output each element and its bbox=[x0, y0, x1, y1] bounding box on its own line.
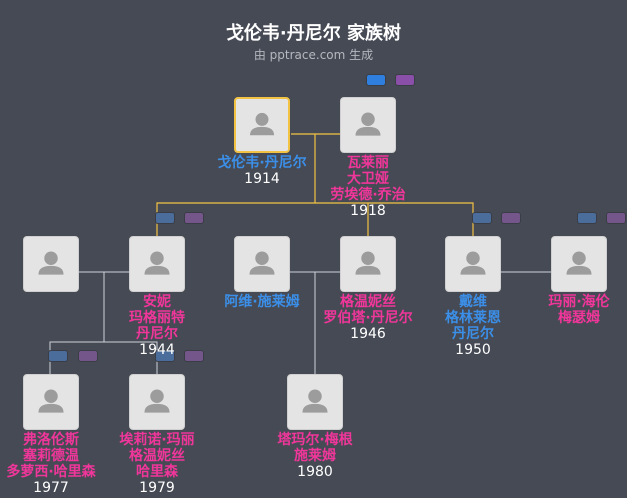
page-subtitle: 由 pptrace.com 生成 bbox=[253, 48, 374, 62]
person-card-tamaer[interactable] bbox=[287, 374, 343, 430]
person-name: 玛格丽特 bbox=[129, 310, 185, 326]
female-indicator-pill[interactable] bbox=[78, 350, 98, 362]
person-name: 塞莉德温 bbox=[23, 448, 79, 464]
person-avatar-icon bbox=[38, 389, 64, 413]
person-card-mali[interactable] bbox=[551, 236, 607, 292]
person-name: 格林莱恩 bbox=[445, 310, 501, 326]
person-birth-year: 1950 bbox=[455, 342, 491, 358]
person-label-gewennisi: 格温妮丝 罗伯塔·丹尼尔 1946 bbox=[303, 294, 433, 342]
person-birth-year: 1977 bbox=[33, 480, 69, 496]
male-indicator-pill[interactable] bbox=[155, 350, 175, 362]
person-card-fuluolunsi[interactable] bbox=[23, 374, 79, 430]
female-indicator-pill[interactable] bbox=[184, 212, 204, 224]
male-indicator-pill[interactable] bbox=[472, 212, 492, 224]
person-card-gorenwei[interactable] bbox=[234, 97, 290, 153]
person-birth-year: 1979 bbox=[139, 480, 175, 496]
person-avatar-icon bbox=[355, 251, 381, 275]
person-name: 梅瑟姆 bbox=[558, 310, 600, 326]
female-indicator-pill[interactable] bbox=[184, 350, 204, 362]
person-name: 格温妮丝 bbox=[129, 448, 185, 464]
person-avatar-icon bbox=[144, 389, 170, 413]
person-label-walaili: 瓦莱丽 大卫娅 劳埃德·乔治 1918 bbox=[303, 155, 433, 219]
person-card-daiwei[interactable] bbox=[445, 236, 501, 292]
person-name: 罗伯塔·丹尼尔 bbox=[323, 310, 413, 326]
male-indicator-pill[interactable] bbox=[577, 212, 597, 224]
person-birth-year: 1980 bbox=[297, 464, 333, 480]
person-name: 戈伦韦·丹尼尔 bbox=[217, 155, 307, 171]
person-card-gewennisi[interactable] bbox=[340, 236, 396, 292]
person-name: 玛丽·海伦 bbox=[548, 294, 610, 310]
person-label-mali: 玛丽·海伦 梅瑟姆 bbox=[514, 294, 627, 326]
link-to-ailinuo bbox=[104, 341, 158, 374]
person-label-fuluolunsi: 弗洛伦斯 塞莉德温 多萝西·哈里森 1977 bbox=[0, 432, 116, 496]
female-indicator-pill[interactable] bbox=[501, 212, 521, 224]
person-name: 阿维·施莱姆 bbox=[224, 294, 300, 310]
person-avatar-icon bbox=[38, 251, 64, 275]
person-name: 安妮 bbox=[143, 294, 171, 310]
person-avatar-icon bbox=[460, 251, 486, 275]
person-card-ailinuo[interactable] bbox=[129, 374, 185, 430]
person-avatar-icon bbox=[302, 389, 328, 413]
person-card-aweishilaimu[interactable] bbox=[234, 236, 290, 292]
person-name: 瓦莱丽 bbox=[347, 155, 389, 171]
person-birth-year: 1918 bbox=[350, 203, 386, 219]
person-card-walaili[interactable] bbox=[340, 97, 396, 153]
person-name: 丹尼尔 bbox=[452, 326, 494, 342]
person-name: 施莱姆 bbox=[294, 448, 336, 464]
page-title: 戈伦韦·丹尼尔 家族树 bbox=[225, 23, 402, 44]
person-name: 格温妮丝 bbox=[340, 294, 396, 310]
person-birth-year: 1946 bbox=[350, 326, 386, 342]
person-avatar-icon bbox=[144, 251, 170, 275]
person-avatar-icon bbox=[566, 251, 592, 275]
person-name: 哈里森 bbox=[136, 464, 178, 480]
person-name: 劳埃德·乔治 bbox=[330, 187, 406, 203]
person-avatar-icon bbox=[249, 112, 275, 136]
person-name: 戴维 bbox=[459, 294, 487, 310]
female-indicator-pill[interactable] bbox=[606, 212, 626, 224]
person-label-ailinuo: 埃莉诺·玛丽 格温妮丝 哈里森 1979 bbox=[92, 432, 222, 496]
person-label-daiwei: 戴维 格林莱恩 丹尼尔 1950 bbox=[408, 294, 538, 358]
male-indicator-pill[interactable] bbox=[366, 74, 386, 86]
person-birth-year: 1944 bbox=[139, 342, 175, 358]
person-label-gorenwei: 戈伦韦·丹尼尔 1914 bbox=[197, 155, 327, 187]
male-indicator-pill[interactable] bbox=[48, 350, 68, 362]
person-name: 塔玛尔·梅根 bbox=[277, 432, 353, 448]
person-birth-year: 1914 bbox=[244, 171, 280, 187]
person-card-anni-spouse[interactable] bbox=[23, 236, 79, 292]
person-name: 多萝西·哈里森 bbox=[6, 464, 96, 480]
person-name: 埃莉诺·玛丽 bbox=[119, 432, 195, 448]
person-name: 丹尼尔 bbox=[136, 326, 178, 342]
person-name: 大卫娅 bbox=[347, 171, 389, 187]
person-avatar-icon bbox=[249, 251, 275, 275]
female-indicator-pill[interactable] bbox=[395, 74, 415, 86]
person-label-tamaer: 塔玛尔·梅根 施莱姆 1980 bbox=[250, 432, 380, 480]
person-name: 弗洛伦斯 bbox=[23, 432, 79, 448]
person-label-anni: 安妮 玛格丽特 丹尼尔 1944 bbox=[92, 294, 222, 358]
person-label-aweishilaimu: 阿维·施莱姆 bbox=[197, 294, 327, 310]
person-card-anni[interactable] bbox=[129, 236, 185, 292]
male-indicator-pill[interactable] bbox=[155, 212, 175, 224]
person-avatar-icon bbox=[355, 112, 381, 136]
